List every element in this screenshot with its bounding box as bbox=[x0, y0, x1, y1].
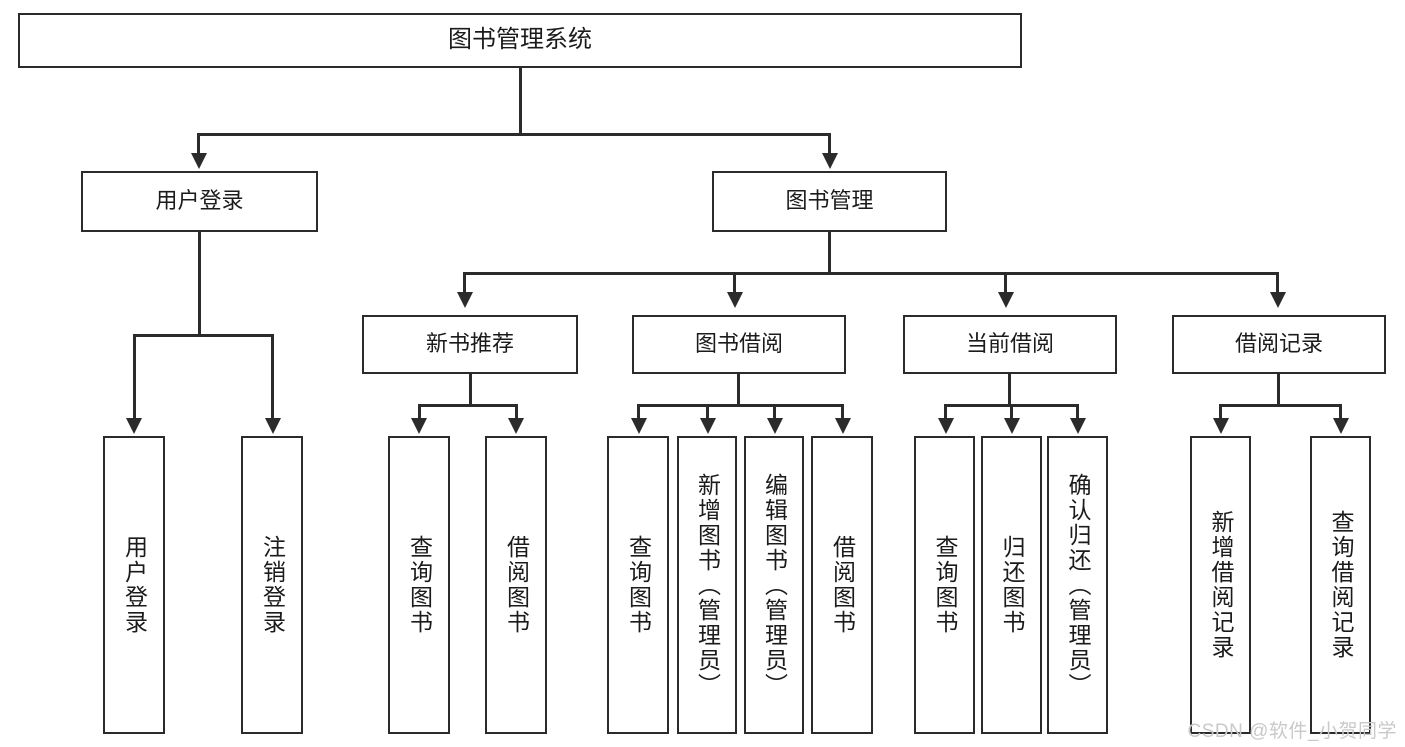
leaf-record-add-record[interactable]: 新增借阅记录 bbox=[1190, 436, 1251, 734]
node-label: 查询借阅记录 bbox=[1328, 510, 1354, 660]
arrow-borrow-leaf-4 bbox=[835, 418, 851, 434]
connector-borrow-drop-2 bbox=[706, 404, 709, 420]
node-label: 查询图书 bbox=[625, 535, 652, 635]
connector-bookmgmt-drop-3 bbox=[1004, 272, 1007, 294]
connector-current-drop-3 bbox=[1076, 404, 1079, 420]
arrow-root-to-bookmgmt bbox=[822, 153, 838, 169]
leaf-borrow-query-book[interactable]: 查询图书 bbox=[607, 436, 669, 734]
arrow-borrow-leaf-2 bbox=[700, 418, 716, 434]
node-label: 用户登录 bbox=[155, 188, 244, 214]
connector-current-drop-1 bbox=[944, 404, 947, 420]
node-label: 新书推荐 bbox=[425, 331, 514, 357]
connector-borrow-bus bbox=[637, 404, 843, 407]
arrow-bookmgmt-to-borrow bbox=[727, 292, 743, 308]
arrow-current-leaf-1 bbox=[938, 418, 954, 434]
leaf-logout[interactable]: 注销登录 bbox=[241, 436, 303, 734]
connector-bookmgmt-drop-2 bbox=[733, 272, 736, 294]
connector-newbook-bus bbox=[418, 404, 518, 407]
arrow-borrow-leaf-3 bbox=[767, 418, 783, 434]
node-label: 新增图书（管理员） bbox=[694, 472, 721, 698]
connector-root-stem bbox=[519, 68, 522, 135]
arrow-record-leaf-2 bbox=[1333, 418, 1349, 434]
leaf-current-query-book[interactable]: 查询图书 bbox=[914, 436, 975, 734]
connector-current-stem bbox=[1008, 374, 1011, 406]
arrow-borrow-leaf-1 bbox=[631, 418, 647, 434]
connector-record-drop-2 bbox=[1339, 404, 1342, 420]
connector-login-bus bbox=[133, 334, 273, 337]
arrow-bookmgmt-to-current bbox=[998, 292, 1014, 308]
node-user-login[interactable]: 用户登录 bbox=[81, 171, 318, 232]
node-label: 确认归还（管理员） bbox=[1065, 472, 1091, 698]
connector-borrow-drop-4 bbox=[841, 404, 844, 420]
connector-borrow-drop-3 bbox=[773, 404, 776, 420]
connector-newbook-drop-1 bbox=[418, 404, 421, 420]
connector-root-to-login bbox=[197, 133, 200, 155]
node-label: 借阅记录 bbox=[1234, 331, 1323, 357]
node-book-management[interactable]: 图书管理 bbox=[712, 171, 947, 232]
connector-login-drop-2 bbox=[271, 334, 274, 420]
node-label: 新增借阅记录 bbox=[1208, 510, 1234, 660]
node-label: 图书借阅 bbox=[694, 331, 783, 357]
node-label: 借阅图书 bbox=[503, 535, 530, 635]
arrow-root-to-login bbox=[191, 153, 207, 169]
node-label: 用户登录 bbox=[121, 535, 148, 635]
node-borrow-record[interactable]: 借阅记录 bbox=[1172, 315, 1386, 374]
arrow-current-leaf-3 bbox=[1070, 418, 1086, 434]
node-label: 图书管理系统 bbox=[448, 26, 592, 54]
arrow-bookmgmt-to-record bbox=[1270, 292, 1286, 308]
connector-root-to-bookmgmt bbox=[828, 133, 831, 155]
arrow-newbook-leaf-2 bbox=[508, 418, 524, 434]
leaf-newbook-borrow-book[interactable]: 借阅图书 bbox=[485, 436, 547, 734]
connector-record-bus bbox=[1219, 404, 1341, 407]
connector-current-drop-2 bbox=[1010, 404, 1013, 420]
node-label: 注销登录 bbox=[259, 535, 286, 635]
node-book-borrow[interactable]: 图书借阅 bbox=[632, 315, 846, 374]
connector-bookmgmt-stem bbox=[828, 232, 831, 274]
node-root-system[interactable]: 图书管理系统 bbox=[18, 13, 1022, 68]
leaf-current-return-book[interactable]: 归还图书 bbox=[981, 436, 1042, 734]
connector-root-bus bbox=[197, 133, 831, 136]
connector-bookmgmt-bus bbox=[463, 272, 1279, 275]
node-label: 编辑图书（管理员） bbox=[761, 472, 788, 698]
node-label: 查询图书 bbox=[932, 535, 958, 635]
connector-login-drop-1 bbox=[133, 334, 136, 420]
arrow-record-leaf-1 bbox=[1213, 418, 1229, 434]
arrow-current-leaf-2 bbox=[1004, 418, 1020, 434]
connector-borrow-drop-1 bbox=[637, 404, 640, 420]
node-label: 图书管理 bbox=[785, 188, 874, 214]
connector-newbook-stem bbox=[469, 374, 472, 406]
connector-record-stem bbox=[1277, 374, 1280, 406]
connector-login-stem bbox=[198, 232, 201, 336]
node-current-borrow[interactable]: 当前借阅 bbox=[903, 315, 1117, 374]
arrow-login-leaf-1 bbox=[126, 418, 142, 434]
leaf-user-login[interactable]: 用户登录 bbox=[103, 436, 165, 734]
arrow-newbook-leaf-1 bbox=[411, 418, 427, 434]
node-new-book-recommend[interactable]: 新书推荐 bbox=[362, 315, 578, 374]
connector-borrow-stem bbox=[737, 374, 740, 406]
leaf-borrow-edit-book-admin[interactable]: 编辑图书（管理员） bbox=[744, 436, 804, 734]
leaf-newbook-query-book[interactable]: 查询图书 bbox=[388, 436, 450, 734]
connector-record-drop-1 bbox=[1219, 404, 1222, 420]
leaf-borrow-add-book-admin[interactable]: 新增图书（管理员） bbox=[677, 436, 737, 734]
leaf-borrow-borrow-book[interactable]: 借阅图书 bbox=[811, 436, 873, 734]
connector-newbook-drop-2 bbox=[515, 404, 518, 420]
connector-bookmgmt-drop-1 bbox=[463, 272, 466, 294]
node-label: 查询图书 bbox=[406, 535, 433, 635]
leaf-current-confirm-return-admin[interactable]: 确认归还（管理员） bbox=[1047, 436, 1108, 734]
leaf-record-query-record[interactable]: 查询借阅记录 bbox=[1310, 436, 1371, 734]
connector-bookmgmt-drop-4 bbox=[1276, 272, 1279, 294]
node-label: 归还图书 bbox=[999, 535, 1025, 635]
node-label: 当前借阅 bbox=[965, 331, 1054, 357]
arrow-login-leaf-2 bbox=[265, 418, 281, 434]
node-label: 借阅图书 bbox=[829, 535, 856, 635]
arrow-bookmgmt-to-newbook bbox=[457, 292, 473, 308]
